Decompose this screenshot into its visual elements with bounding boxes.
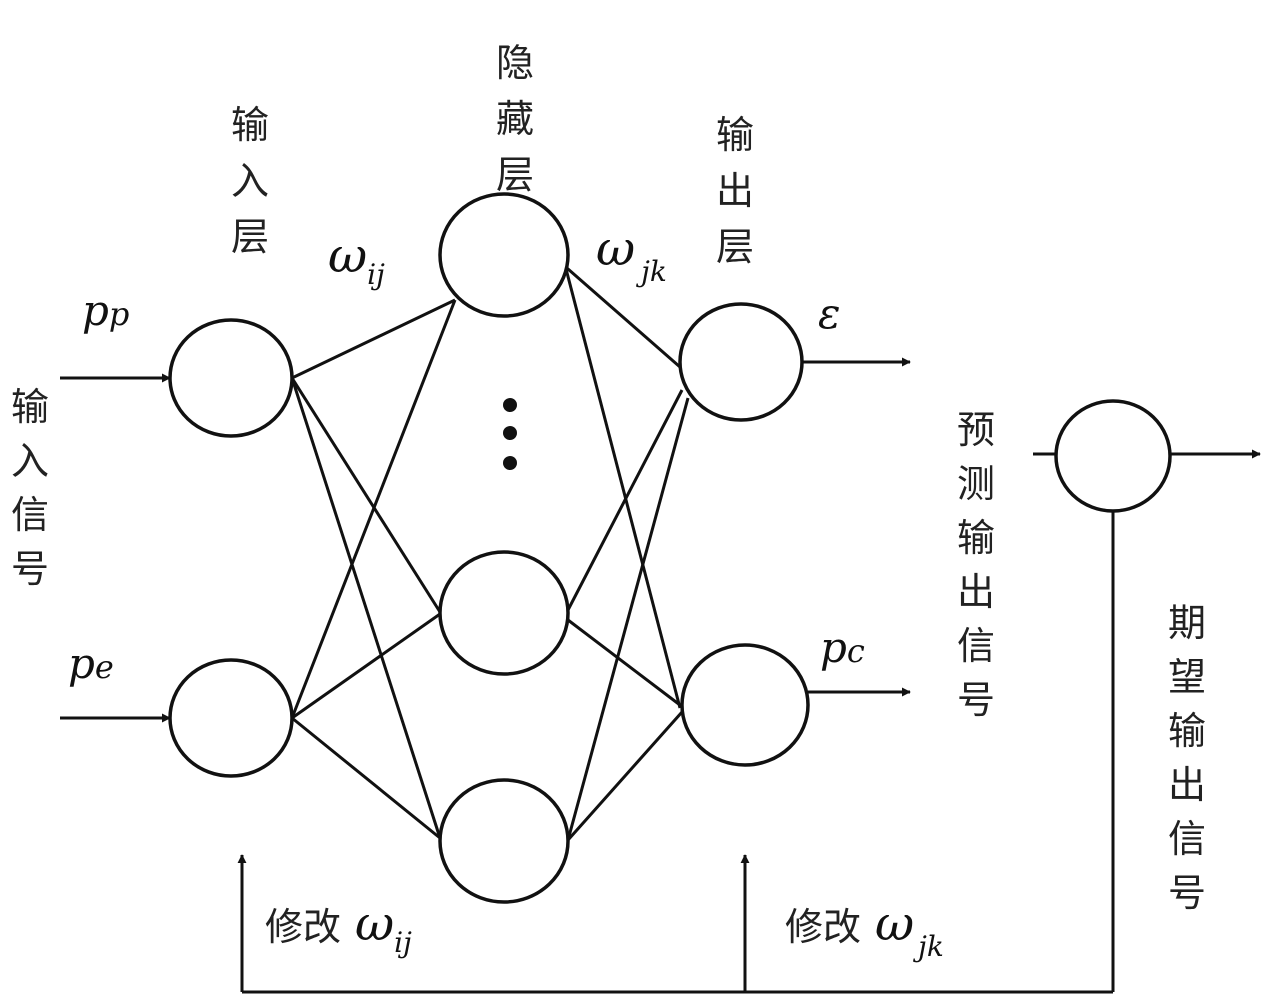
feedback-jk-text: 修改 [785,905,861,949]
edge-i2-h1 [290,299,457,719]
input-pp-label: pp [82,286,129,335]
feedback-ij-label: 修改 ωij [265,896,412,959]
label-char: 层 [716,225,754,269]
hidden-ellipsis-dots [503,398,517,470]
label-char: 期 [1168,601,1206,645]
label-char: 出 [957,570,995,614]
weight-ij-label: ωij [328,228,385,291]
input-node-2 [168,658,294,778]
input-pe-label: pe [68,639,114,688]
output-pc-base: p [820,623,847,672]
output-epsilon-label: ε [818,289,841,338]
edge-i2-h3 [291,716,441,840]
label-char: 信 [957,624,995,668]
weight-jk-subscript: jk [635,255,667,288]
output-layer-nodes [678,302,810,767]
label-char: 层 [231,215,269,259]
edge-i1-h2 [290,377,442,613]
ellipsis-dot-3 [503,456,517,470]
label-char: 入 [11,439,49,483]
feedback-ij-text: 修改 [265,905,341,949]
hidden-node-1 [438,192,570,318]
label-char: 出 [716,169,754,213]
input-hidden-connections [290,298,457,840]
edge-h2-o2 [567,618,681,707]
output-node-1 [678,302,804,422]
hidden-node-3 [438,778,570,904]
label-char: 号 [1168,871,1206,915]
weight-ij-symbol: ω [328,228,367,284]
feedback-jk-subscript: jk [912,930,944,963]
input-pp-subscript: p [109,295,129,333]
label-char: 测 [957,462,995,506]
label-char: 望 [1168,655,1206,699]
weight-ij-subscript: ij [367,258,385,291]
label-char: 信 [11,493,49,537]
output-pc-subscript: c [847,632,865,670]
feedback-jk-symbol: ω [875,896,914,952]
input-signal-label: 输入信号 [11,385,49,591]
edge-i2-h2 [291,612,441,720]
output-pc-label: pc [820,623,865,672]
label-char: 号 [957,678,995,722]
label-char: 预 [957,408,995,452]
input-pe-base: p [68,639,95,688]
label-char: 输 [11,385,49,429]
input-pe-subscript: e [95,648,114,686]
label-char: 入 [231,159,269,203]
hidden-layer-label: 隐藏层 [496,41,534,197]
edge-h1-o1 [551,253,681,369]
label-char: 出 [1168,763,1206,807]
ellipsis-dot-1 [503,398,517,412]
weight-jk-symbol: ω [596,221,635,277]
feedback-ij-symbol: ω [355,896,394,952]
edge-h2-o1 [566,389,684,611]
ellipsis-dot-2 [503,426,517,440]
label-char: 藏 [496,97,534,141]
label-char: 输 [1168,709,1206,753]
edge-h1-o2 [563,264,682,709]
label-char: 信 [1168,817,1206,861]
input-layer-label: 输入层 [231,103,269,259]
expected-output-signal-label: 期望输出信号 [1168,601,1206,915]
output-layer-label: 输出层 [716,113,754,269]
hidden-output-connections [551,253,690,841]
label-char: 号 [11,547,49,591]
edge-h3-o2 [566,711,684,841]
feedback-ij-subscript: ij [394,926,412,959]
label-char: 隐 [496,41,534,85]
input-pp-base: p [82,286,109,335]
edge-i1-h1 [291,298,456,380]
label-char: 输 [231,103,269,147]
label-char: 输 [957,516,995,560]
edge-i1-h3 [290,377,442,839]
hidden-node-2 [438,550,570,676]
label-char: 输 [716,113,754,157]
hidden-layer-nodes [438,192,570,904]
feedback-loop [237,512,1115,994]
comparator-node [1054,399,1172,513]
output-node-2 [680,643,810,767]
edge-h3-o1 [566,397,690,841]
label-char: 层 [496,153,534,197]
input-layer-nodes [168,318,294,778]
predicted-output-signal-label: 预测输出信号 [957,408,995,722]
input-node-1 [168,318,294,438]
